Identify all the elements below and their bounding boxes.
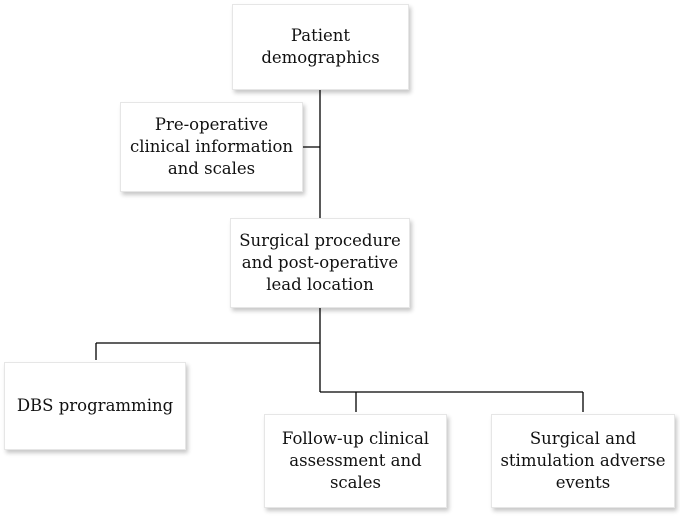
node-pre-operative-info: Pre-operative clinical information and s…	[120, 102, 303, 192]
node-dbs-programming: DBS programming	[4, 362, 186, 450]
node-follow-up-assessment: Follow-up clinical assessment and scales	[264, 414, 447, 508]
node-patient-demographics: Patient demographics	[232, 4, 409, 90]
node-surgical-procedure: Surgical procedure and post-operative le…	[230, 218, 410, 308]
node-adverse-events: Surgical and stimulation adverse events	[491, 414, 675, 508]
